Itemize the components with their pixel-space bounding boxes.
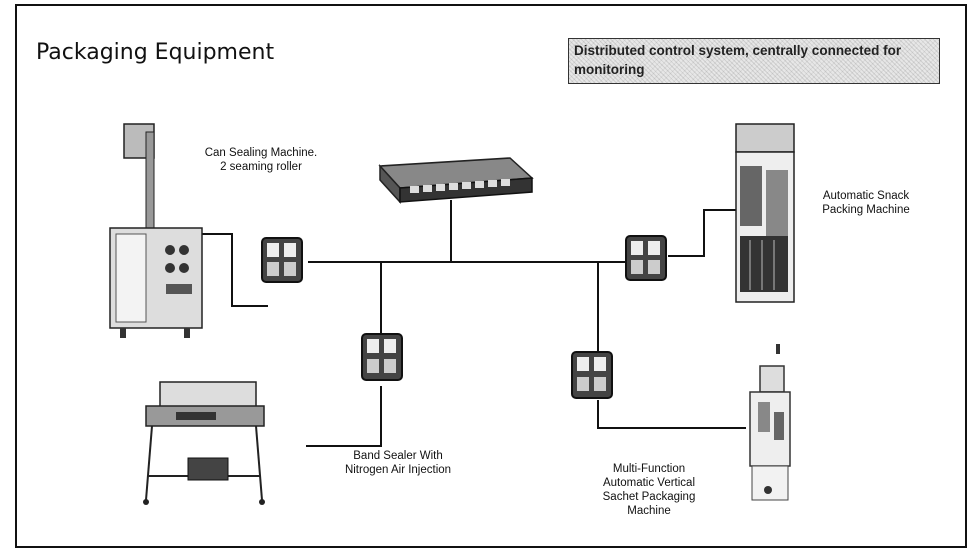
- link-band-sealer-machine: [306, 386, 382, 447]
- plc-controller-icon: [361, 333, 403, 381]
- can-sealing-machine-icon: [109, 123, 203, 338]
- network-switch-icon: [378, 157, 534, 204]
- band-sealer-machine-icon: [143, 381, 265, 505]
- link-can-sealing: [200, 233, 268, 307]
- link-sachet-machine: [597, 400, 746, 429]
- machine-label-sachet-packaging: Multi-Function Automatic Vertical Sachet…: [602, 463, 696, 517]
- plc-controller-icon: [261, 237, 303, 283]
- sachet-packaging-machine-icon: [749, 344, 791, 501]
- machine-label-can-sealing: Can Sealing Machine. 2 seaming roller: [204, 147, 318, 173]
- connection-lines: [200, 200, 746, 447]
- machine-label-band-sealer: Band Sealer With Nitrogen Air Injection: [344, 450, 452, 476]
- callout-box: Distributed control system, centrally co…: [568, 38, 940, 84]
- machine-label-snack-packing: Automatic Snack Packing Machine: [822, 190, 910, 216]
- snack-packing-machine-icon: [735, 123, 795, 303]
- plc-controller-icon: [571, 351, 613, 399]
- slide-title: Packaging Equipment: [36, 40, 275, 65]
- link-snack: [668, 209, 738, 257]
- plc-controller-icon: [625, 235, 667, 281]
